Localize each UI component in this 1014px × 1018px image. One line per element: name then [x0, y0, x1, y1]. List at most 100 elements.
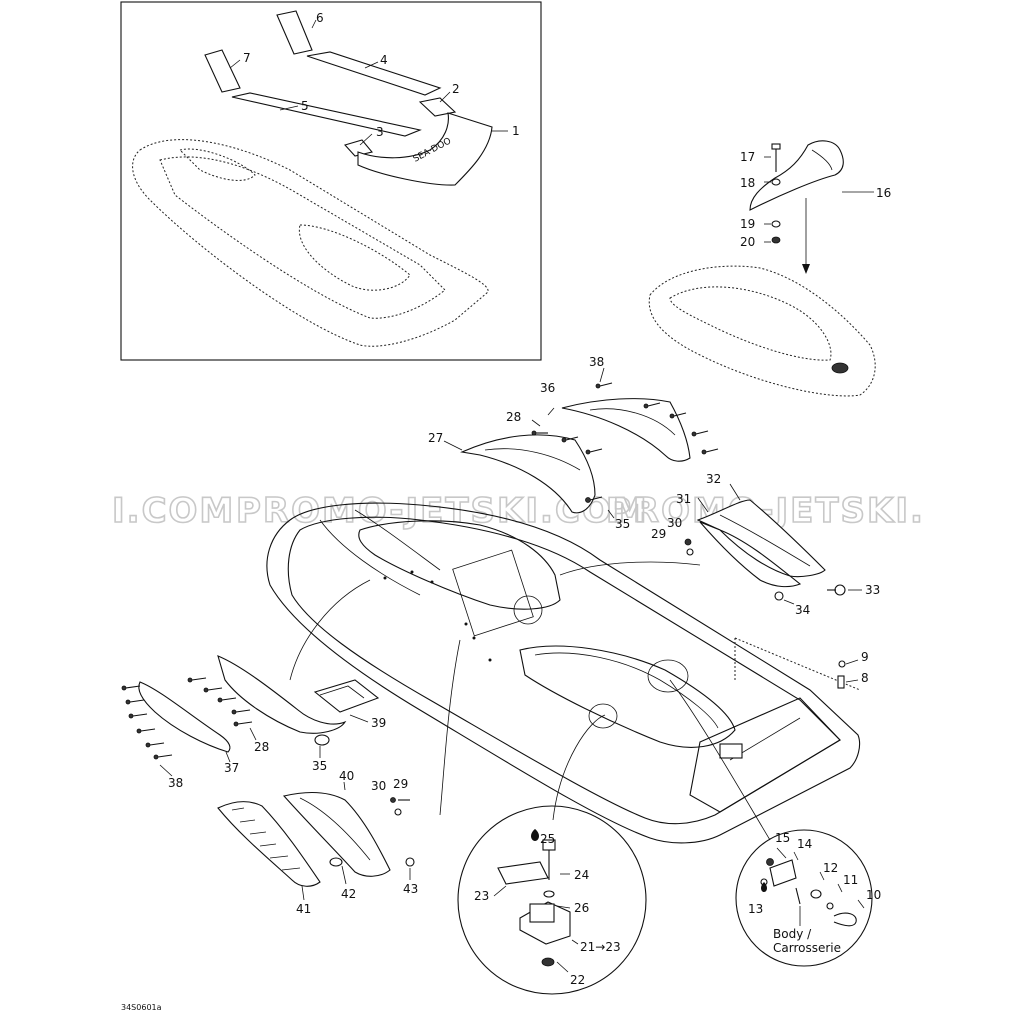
washer-43	[405, 857, 415, 867]
callout-36: 36	[540, 381, 555, 395]
callout-33: 33	[865, 583, 880, 597]
callout-28-left: 28	[254, 740, 269, 754]
mat-7	[204, 49, 241, 93]
panel-36	[561, 398, 691, 462]
callout-2: 2	[452, 82, 460, 96]
washer-18	[771, 178, 781, 186]
arrow-label-21-23: 21→23	[580, 940, 621, 954]
callout-4: 4	[380, 53, 388, 67]
callout-29-right: 29	[651, 527, 666, 541]
callout-27: 27	[428, 431, 443, 445]
callout-1: 1	[512, 124, 520, 138]
callout-39: 39	[371, 716, 386, 730]
plug-9	[838, 660, 846, 668]
rear-grab-handle-group: 17 18 19 20 16	[740, 140, 891, 274]
callout-38-top: 38	[589, 355, 604, 369]
rear-fitting: 9 8	[734, 637, 869, 691]
left-upper-panel-group: 38 37 28 39 35	[121, 655, 386, 790]
callout-6: 6	[316, 11, 324, 25]
callout-28-top: 28	[506, 410, 521, 424]
hull-cockpit	[358, 520, 561, 610]
callout-15: 15	[775, 831, 790, 845]
callout-29-left: 29	[393, 777, 408, 791]
detail-circle-right	[735, 829, 873, 967]
pad-23	[497, 861, 549, 885]
watermark-left: I.COM	[112, 491, 235, 531]
bracket-39	[313, 679, 380, 713]
callout-23: 23	[474, 889, 489, 903]
mat-1	[357, 112, 493, 186]
screws-upper	[531, 382, 719, 503]
detail-caption-line2: Carrosserie	[773, 941, 841, 955]
adhesive-drop-icon-2	[761, 882, 767, 892]
callout-16: 16	[876, 186, 891, 200]
nut-11	[826, 902, 834, 910]
callout-9: 9	[861, 650, 869, 664]
bracket-14	[769, 859, 797, 887]
clip-42	[329, 857, 343, 867]
watermark: I.COM PROMO-JETSKI.COM PROMO-JETSKI.	[111, 490, 924, 532]
callout-43: 43	[403, 882, 418, 896]
upper-side-panels: 38 36 28 27 35	[428, 355, 719, 531]
callout-35-top: 35	[615, 517, 630, 531]
callout-30-left: 30	[371, 779, 386, 793]
callout-7: 7	[243, 51, 251, 65]
screw-15	[766, 858, 774, 866]
callout-20: 20	[740, 235, 755, 249]
right-side-panel-group: 32 31 30 29 33 34	[651, 472, 880, 617]
callout-12: 12	[823, 861, 838, 875]
panel-31	[699, 521, 802, 588]
inset-mat-kit: SEA·DOO 6 7 4 5 2 3 1	[120, 1, 542, 361]
callout-40: 40	[339, 769, 354, 783]
detail-circle-cleat: 25 24 23 26 21→23 22	[457, 805, 647, 995]
mat-6	[276, 10, 313, 55]
screws-left	[121, 677, 253, 760]
mat-4	[306, 51, 442, 96]
screw-33	[834, 584, 846, 596]
callout-38-left: 38	[168, 776, 183, 790]
callout-35-left: 35	[312, 759, 327, 773]
detail-circle-left	[457, 805, 647, 995]
callout-11: 11	[843, 873, 858, 887]
washer-12	[810, 889, 822, 899]
washer-19	[771, 220, 781, 228]
detail-circle-body: 15 14 12 11 10 13 Body / Carrosserie	[735, 829, 881, 967]
callout-32: 32	[706, 472, 721, 486]
nut-22	[541, 957, 555, 967]
mat-2	[418, 97, 457, 117]
callout-18: 18	[740, 176, 755, 190]
inset-frame	[120, 1, 542, 361]
hull-platform	[689, 697, 841, 813]
callout-25: 25	[540, 832, 555, 846]
inset-hull-outline	[132, 139, 489, 347]
callout-22: 22	[570, 973, 585, 987]
callout-42: 42	[341, 887, 356, 901]
callout-34: 34	[795, 603, 810, 617]
callout-5: 5	[301, 99, 309, 113]
adhesive-drop-icon	[531, 829, 539, 841]
hull-footwell	[519, 645, 736, 748]
grab-handle	[749, 140, 844, 211]
left-lower-panel-group: 41 42 43 40 30 29	[217, 769, 418, 916]
hull-console	[452, 549, 534, 637]
hull-inner	[287, 516, 841, 825]
washer-34	[774, 591, 784, 601]
callout-41: 41	[296, 902, 311, 916]
callout-3: 3	[376, 125, 384, 139]
hull-outer	[266, 502, 861, 844]
callout-31: 31	[676, 492, 691, 506]
detail-caption-line1: Body /	[773, 927, 812, 941]
panel-37	[138, 681, 231, 753]
panel-28-left	[217, 655, 347, 734]
callout-19: 19	[740, 217, 755, 231]
drawing-code: 34S0601a	[121, 1003, 162, 1012]
panel-32	[696, 499, 826, 578]
fitting-8	[837, 675, 845, 689]
callout-10: 10	[866, 888, 881, 902]
panel-40	[282, 791, 391, 877]
u-bolt-10	[833, 912, 857, 927]
washer-26	[543, 890, 555, 898]
callout-17: 17	[740, 150, 755, 164]
